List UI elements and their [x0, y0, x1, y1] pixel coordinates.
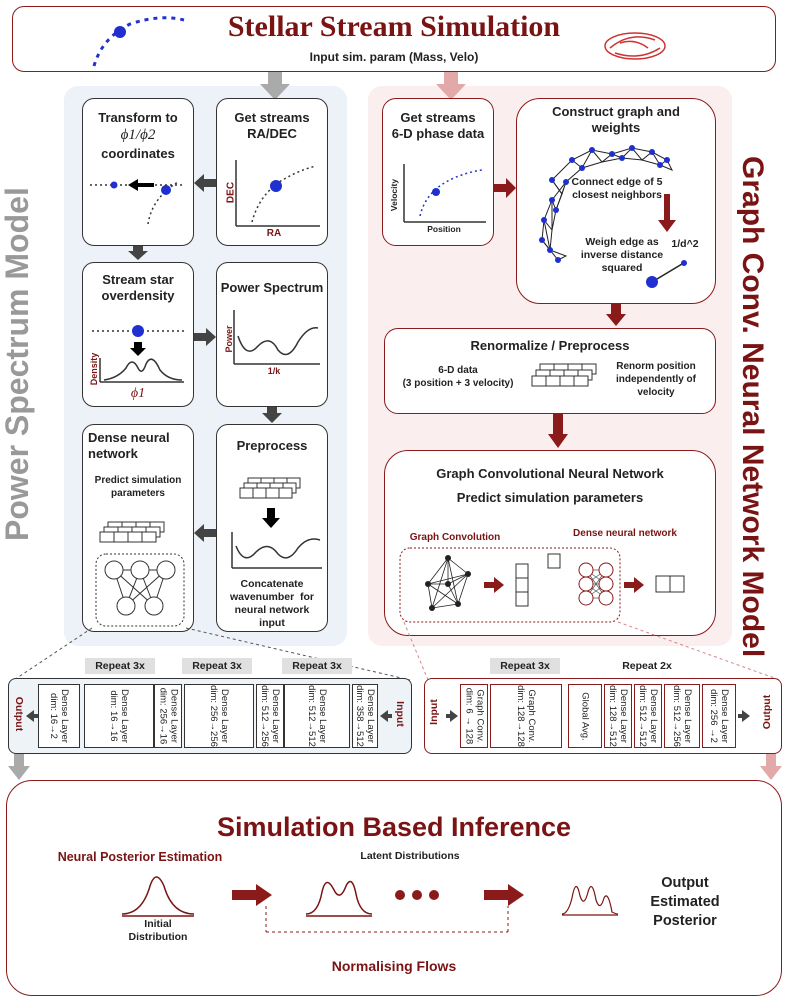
sbi-box — [6, 780, 782, 996]
radec-plot — [235, 160, 320, 227]
preprocess-subtitle: Concatenate wavenumber for neural networ… — [229, 578, 315, 629]
position-axis-label: Position — [427, 224, 461, 234]
renormalize-left-text: 6-D data (3 position + 3 velocity) — [402, 365, 514, 389]
preprocess-box — [216, 424, 328, 632]
dense-nn-title: Dense neural network — [88, 430, 170, 461]
right-layer-2: Graph Conv. dim: 128→128 — [490, 684, 562, 748]
transform-box — [82, 98, 194, 246]
arrow-latent-to-output — [484, 884, 524, 906]
left-layer-1: Dense Layer dim: 16→2 — [38, 684, 80, 748]
ellipsis-dots — [395, 890, 439, 900]
right-arch-arrows — [446, 710, 750, 722]
arrow-to-left-model — [260, 72, 290, 100]
header-box — [12, 6, 776, 72]
construct-graph-title: Construct graph and weights — [552, 104, 680, 135]
arrow-6d-to-graph — [494, 178, 516, 198]
get-streams-radec-title: Get streams RA/DEC — [234, 110, 310, 141]
latent-label: Latent Distributions — [360, 850, 460, 862]
initial-distribution-curve — [121, 876, 195, 917]
latent-distribution-curve — [305, 880, 373, 917]
graph-convolution-label: Graph Convolution — [409, 532, 501, 543]
arrow-right-to-sbi — [760, 754, 782, 780]
header-stream-icon — [92, 16, 185, 67]
arrow-initial-to-latent — [232, 884, 272, 906]
preprocess-title: Preprocess — [236, 438, 308, 453]
dense-nn-subtitle: Predict simulation parameters — [94, 475, 182, 499]
renormalize-right-text: Renorm position independently of velocit… — [616, 361, 696, 398]
transform-coordinates: coordinates — [101, 146, 175, 161]
left-layer-3: Dense Layer dim: 256→16 — [154, 684, 182, 748]
arrow-renorm-to-gcnn — [548, 414, 568, 448]
left-layer-4: Dense Layer dim: 256→256 — [184, 684, 254, 748]
sbi-title: Simulation Based Inference — [216, 812, 572, 842]
output-posterior-label: Output Estimated Posterior — [650, 875, 720, 929]
connect-edge-text: Connect edge of 5 closest neighbors — [571, 176, 663, 201]
arrow-to-right-model — [436, 72, 466, 100]
flows-bracket — [265, 906, 509, 933]
transform-title: Transform to — [98, 110, 178, 125]
arrow-transform-to-overdensity — [128, 246, 148, 260]
transform-illustration — [90, 179, 182, 225]
left-repeat-3: Repeat 3x — [282, 658, 352, 674]
phi1-label: ϕ1 — [130, 386, 146, 401]
dense-network-label: Dense neural network — [573, 528, 677, 539]
gcnn-subtitle: Predict simulation parameters — [456, 490, 644, 505]
right-layer-7: Dense Layer dim: 256 →2 — [702, 684, 736, 748]
dense-nn-illustration — [95, 521, 185, 627]
overdensity-title: Stream star overdensity — [101, 272, 175, 303]
right-layer-4: Dense Layer dim: 128→512 — [604, 684, 632, 748]
ra-axis-label: RA — [266, 228, 282, 239]
initial-distribution-label: Initial Distribution — [128, 918, 188, 943]
npe-label: Neural Posterior Estimation — [57, 850, 223, 864]
overdensity-plot — [92, 325, 184, 383]
arrow-graph-to-renorm — [606, 304, 626, 326]
left-layer-7: Dense Layer dim: 358→512 — [352, 684, 378, 748]
power-spectrum-plot — [233, 310, 320, 365]
arrow-power-to-preprocess — [262, 407, 282, 423]
preprocess-illustration — [231, 477, 322, 569]
right-repeat-2: Repeat 2x — [612, 658, 682, 674]
left-layer-5: Dense Layer dim: 512→256 — [256, 684, 284, 748]
transform-math: ϕ1/ϕ2 — [120, 127, 156, 143]
left-repeat-1: Repeat 3x — [85, 658, 155, 674]
renormalize-illustration — [531, 363, 597, 387]
arrow-preprocess-to-dense — [194, 524, 216, 542]
galaxy-icon — [604, 32, 666, 60]
right-layer-5: Dense Layer dim: 512→512 — [634, 684, 662, 748]
left-layer-2: Dense Layer dim: 16→16 — [84, 684, 154, 748]
output-posterior-curve — [561, 885, 619, 916]
k-axis-label: 1/k — [267, 366, 281, 376]
gcnn-illustration — [399, 547, 685, 623]
gcnn-title: Graph Convolutional Neural Network — [436, 466, 664, 481]
arrow-radec-to-transform — [194, 174, 216, 192]
power-spectrum-title: Power Spectrum — [220, 280, 324, 295]
arrow-left-to-sbi — [8, 754, 30, 780]
weigh-edge-text: Weigh edge as inverse distance squared — [580, 236, 664, 274]
get-streams-radec-box — [216, 98, 328, 246]
right-layer-3: Global Avg. — [568, 684, 602, 748]
right-layer-1: Graph Conv. dim: 6 → 128 — [460, 684, 488, 748]
left-repeat-2: Repeat 3x — [182, 658, 252, 674]
right-layer-6: Dense Layer dim: 512→256 — [664, 684, 700, 748]
zoom-lines — [13, 621, 781, 681]
left-layer-6: Dense Layer dim: 512→512 — [284, 684, 350, 748]
get-streams-6d-title: Get streams 6-D phase data — [391, 110, 485, 141]
phase-plot — [403, 164, 486, 223]
header-subtitle: Input sim. param (Mass, Velo) — [309, 50, 479, 64]
left-arch-arrows — [26, 710, 392, 722]
renormalize-title: Renormalize / Preprocess — [470, 338, 630, 353]
inverse-distance-label: 1/d^2 — [671, 238, 699, 250]
right-repeat-1: Repeat 3x — [490, 658, 560, 674]
graph-illustration — [539, 145, 687, 288]
arrow-overdensity-to-power — [194, 328, 216, 346]
normalising-flows-label: Normalising Flows — [331, 958, 457, 974]
gcnn-box — [384, 450, 716, 636]
header-title: Stellar Stream Simulation — [227, 10, 561, 43]
